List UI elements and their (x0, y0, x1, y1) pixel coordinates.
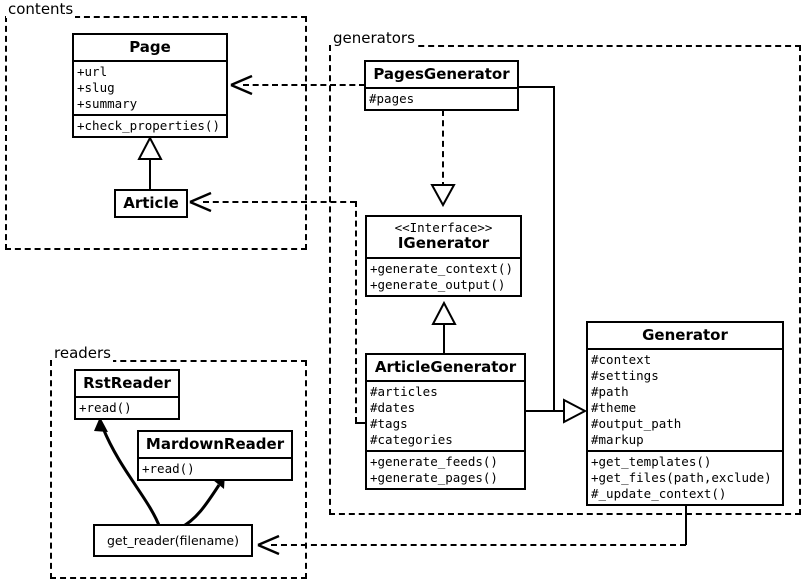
attribute: #output_path (591, 416, 682, 432)
class-generator-title: Generator (642, 326, 728, 344)
class-rst-reader-title: RstReader (83, 374, 171, 392)
package-contents-label: contents (6, 0, 76, 18)
edge-pagesgen-page-dash (243, 84, 365, 86)
attribute: #tags (370, 416, 408, 432)
edge-generator-getreader-dash (271, 544, 686, 546)
package-contents-border (5, 16, 307, 250)
class-box-article[interactable]: Article (114, 189, 188, 219)
attribute: #dates (370, 400, 416, 416)
edge-pagesgen-igenerator-line (442, 110, 444, 188)
attribute: +slug (77, 80, 115, 96)
method: +generate_output() (370, 276, 506, 292)
attribute: +summary (77, 96, 138, 112)
class-page-methods: +check_properties() (74, 114, 226, 136)
edge-articlegen-generator-h (526, 410, 566, 412)
edge-articlegen-article-dash-v (355, 201, 357, 423)
method: +generate_context() (370, 260, 513, 276)
package-generators-border (329, 45, 801, 515)
package-readers-label: readers (52, 344, 113, 362)
class-page-attributes: +url +slug +summary (74, 60, 226, 114)
edge-article-page-line (149, 158, 151, 190)
attribute: #articles (370, 384, 438, 400)
attribute: #pages (369, 91, 415, 107)
class-article-title: Article (123, 194, 179, 212)
attribute: #theme (591, 400, 637, 416)
attribute: #context (591, 352, 652, 368)
class-box-pages-generator[interactable]: PagesGenerator #pages (364, 60, 519, 112)
class-box-mardown-reader[interactable]: MardownReader +read() (137, 430, 293, 482)
method: +check_properties() (77, 118, 220, 134)
method: +get_files(path,exclude) (591, 470, 772, 486)
method: +generate_feeds() (370, 454, 498, 470)
class-article-generator-title: ArticleGenerator (374, 358, 517, 376)
class-article-generator-methods: +generate_feeds() +generate_pages() (367, 450, 524, 488)
method: +get_templates() (591, 454, 712, 470)
class-article-generator-attributes: #articles #dates #tags #categories (367, 380, 524, 450)
edge-articlegen-article-dash-h1 (203, 201, 356, 203)
edge-articlegen-igenerator-line (443, 323, 445, 354)
edge-pagesgen-generator-h1 (518, 86, 555, 88)
class-mardown-reader-title: MardownReader (145, 435, 285, 453)
class-box-article-generator[interactable]: ArticleGenerator #articles #dates #tags … (365, 353, 526, 491)
class-box-generator[interactable]: Generator #context #settings #path #them… (586, 321, 784, 507)
class-pages-generator-title: PagesGenerator (373, 65, 510, 83)
class-box-rst-reader[interactable]: RstReader +read() (74, 369, 180, 421)
class-igenerator-title: <<Interface>> IGenerator (367, 217, 520, 257)
attribute: +url (77, 64, 108, 80)
attribute: #markup (591, 432, 644, 448)
class-box-igenerator[interactable]: <<Interface>> IGenerator +generate_conte… (365, 215, 522, 297)
class-box-page[interactable]: Page +url +slug +summary +check_properti… (72, 33, 228, 139)
package-readers-border (50, 360, 307, 579)
edge-pagesgen-generator-v (553, 86, 555, 412)
class-igenerator-name: IGenerator (397, 234, 490, 253)
class-generator-attributes: #context #settings #path #theme #output_… (588, 348, 782, 450)
class-page-title: Page (129, 38, 171, 56)
edge-generator-getreader-stub (685, 501, 687, 545)
class-igenerator-stereotype: <<Interface>> (394, 220, 493, 235)
method: #_update_context() (591, 486, 727, 502)
attribute: #categories (370, 432, 453, 448)
package-generators-label: generators (331, 29, 417, 47)
method: +read() (79, 400, 132, 416)
class-rst-reader-methods: +read() (76, 396, 178, 418)
class-generator-methods: +get_templates() +get_files(path,exclude… (588, 450, 782, 504)
attribute: #settings (591, 368, 659, 384)
class-mardown-reader-methods: +read() (139, 457, 291, 479)
class-pages-generator-attributes: #pages (366, 87, 517, 109)
method: +read() (142, 461, 195, 477)
attribute: #path (591, 384, 629, 400)
class-igenerator-methods: +generate_context() +generate_output() (367, 256, 520, 295)
class-box-get-reader[interactable]: get_reader(filename) (93, 524, 253, 557)
method: +generate_pages() (370, 470, 498, 486)
edge-articlegen-article-dash-h2 (355, 422, 366, 424)
function-get-reader-label: get_reader(filename) (107, 533, 239, 548)
